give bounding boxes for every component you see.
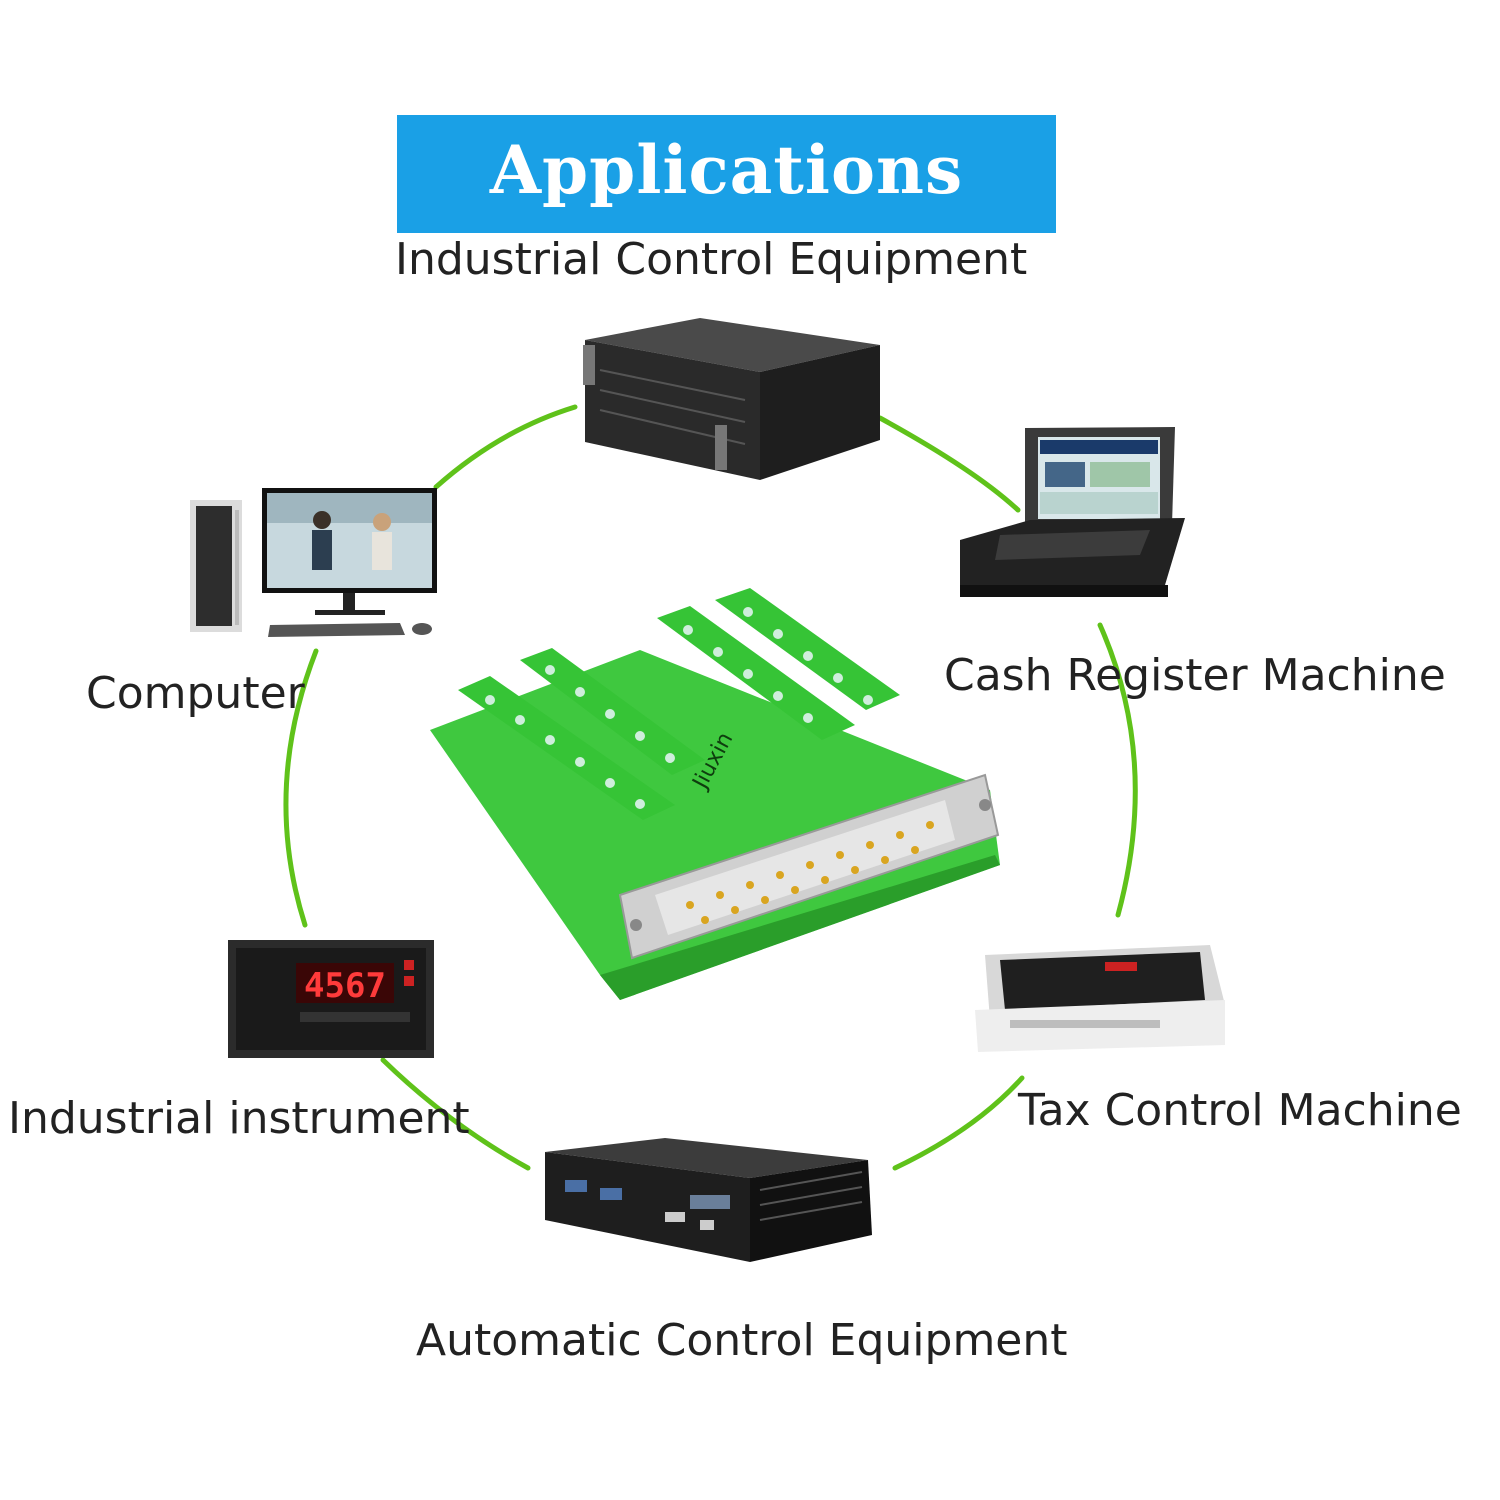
ring-arc-top-left bbox=[433, 404, 578, 490]
label-computer: Computer bbox=[86, 668, 305, 719]
label-tax-control-machine: Tax Control Machine bbox=[1018, 1085, 1462, 1136]
label-industrial-instrument: Industrial instrument bbox=[8, 1093, 470, 1144]
ring-arc-bottom-left bbox=[380, 1057, 531, 1171]
ring-arc-bottom-right bbox=[892, 1075, 1025, 1171]
connection-ring bbox=[283, 404, 1138, 1171]
ring-arc-top-right bbox=[877, 415, 1021, 513]
applications-banner: Applications bbox=[397, 115, 1056, 233]
terminal-breakout-board bbox=[430, 588, 1000, 1000]
cash-register-image bbox=[960, 427, 1185, 597]
rack-server-image bbox=[583, 318, 880, 480]
meter-display: 4567 bbox=[304, 966, 386, 1006]
box-pc-image bbox=[545, 1138, 872, 1262]
ring-arc-left bbox=[283, 648, 319, 928]
dot-matrix-printer-image bbox=[975, 945, 1225, 1052]
ring-arc-right bbox=[1097, 622, 1138, 918]
panel-meter-image bbox=[228, 940, 434, 1058]
computer-image bbox=[190, 488, 437, 637]
label-cash-register-machine: Cash Register Machine bbox=[944, 650, 1446, 701]
banner-title: Applications bbox=[489, 131, 964, 209]
label-industrial-control-equipment: Industrial Control Equipment bbox=[395, 234, 1028, 285]
label-automatic-control-equipment: Automatic Control Equipment bbox=[416, 1315, 1068, 1366]
